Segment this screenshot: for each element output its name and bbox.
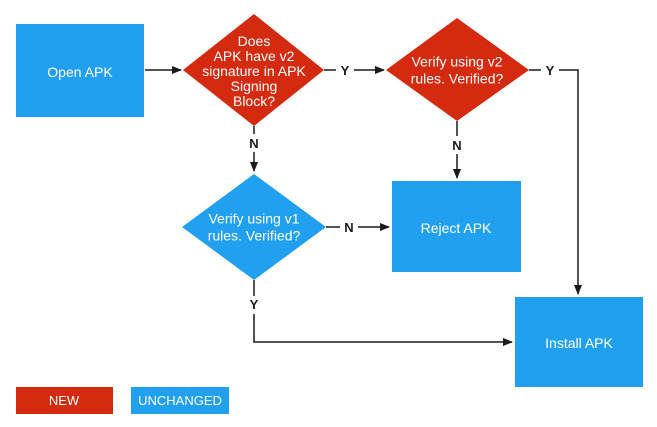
edge-label-has-v2-no: N (249, 136, 258, 151)
node-label-line: APK have v2 (214, 48, 295, 64)
edge-labels: Y N Y N N Y (249, 63, 554, 312)
legend-unchanged-label: UNCHANGED (138, 393, 222, 408)
node-reject-apk-label: Reject APK (421, 220, 492, 236)
node-label-line: rules. Verified? (208, 228, 301, 244)
node-label-line: Block? (233, 93, 275, 109)
edge-verify-v2-yes-b (559, 69, 582, 295)
node-install-apk: Install APK (515, 297, 643, 387)
node-label-line: Verify using v2 (411, 54, 502, 70)
node-label-line: rules. Verified? (411, 71, 504, 87)
node-label-line: Signing (231, 78, 278, 94)
node-label-line: Verify using v1 (208, 211, 299, 227)
node-label-line: Open APK (47, 64, 113, 80)
legend-new: NEW (16, 387, 113, 414)
edge-label-verify-v2-no: N (452, 138, 461, 153)
node-install-apk-label: Install APK (545, 335, 613, 351)
node-open-apk-label: Open APK (47, 64, 113, 80)
node-label-line: signature in APK (202, 63, 306, 79)
node-label-line: Does (238, 33, 271, 49)
legend-new-label: NEW (49, 393, 80, 408)
node-label-line: Install APK (545, 335, 613, 351)
node-open-apk: Open APK (16, 24, 144, 117)
edges (145, 66, 582, 346)
legend: NEW UNCHANGED (16, 387, 229, 414)
edge-label-verify-v2-yes: Y (546, 63, 555, 78)
edge-verify-v1-yes-b (253, 314, 513, 346)
node-reject-apk: Reject APK (392, 181, 521, 272)
edge-label-verify-v1-yes: Y (250, 297, 259, 312)
legend-unchanged: UNCHANGED (131, 387, 229, 414)
edge-label-verify-v1-no: N (344, 220, 353, 235)
edge-label-has-v2-yes: Y (341, 63, 350, 78)
node-label-line: Reject APK (421, 220, 492, 236)
